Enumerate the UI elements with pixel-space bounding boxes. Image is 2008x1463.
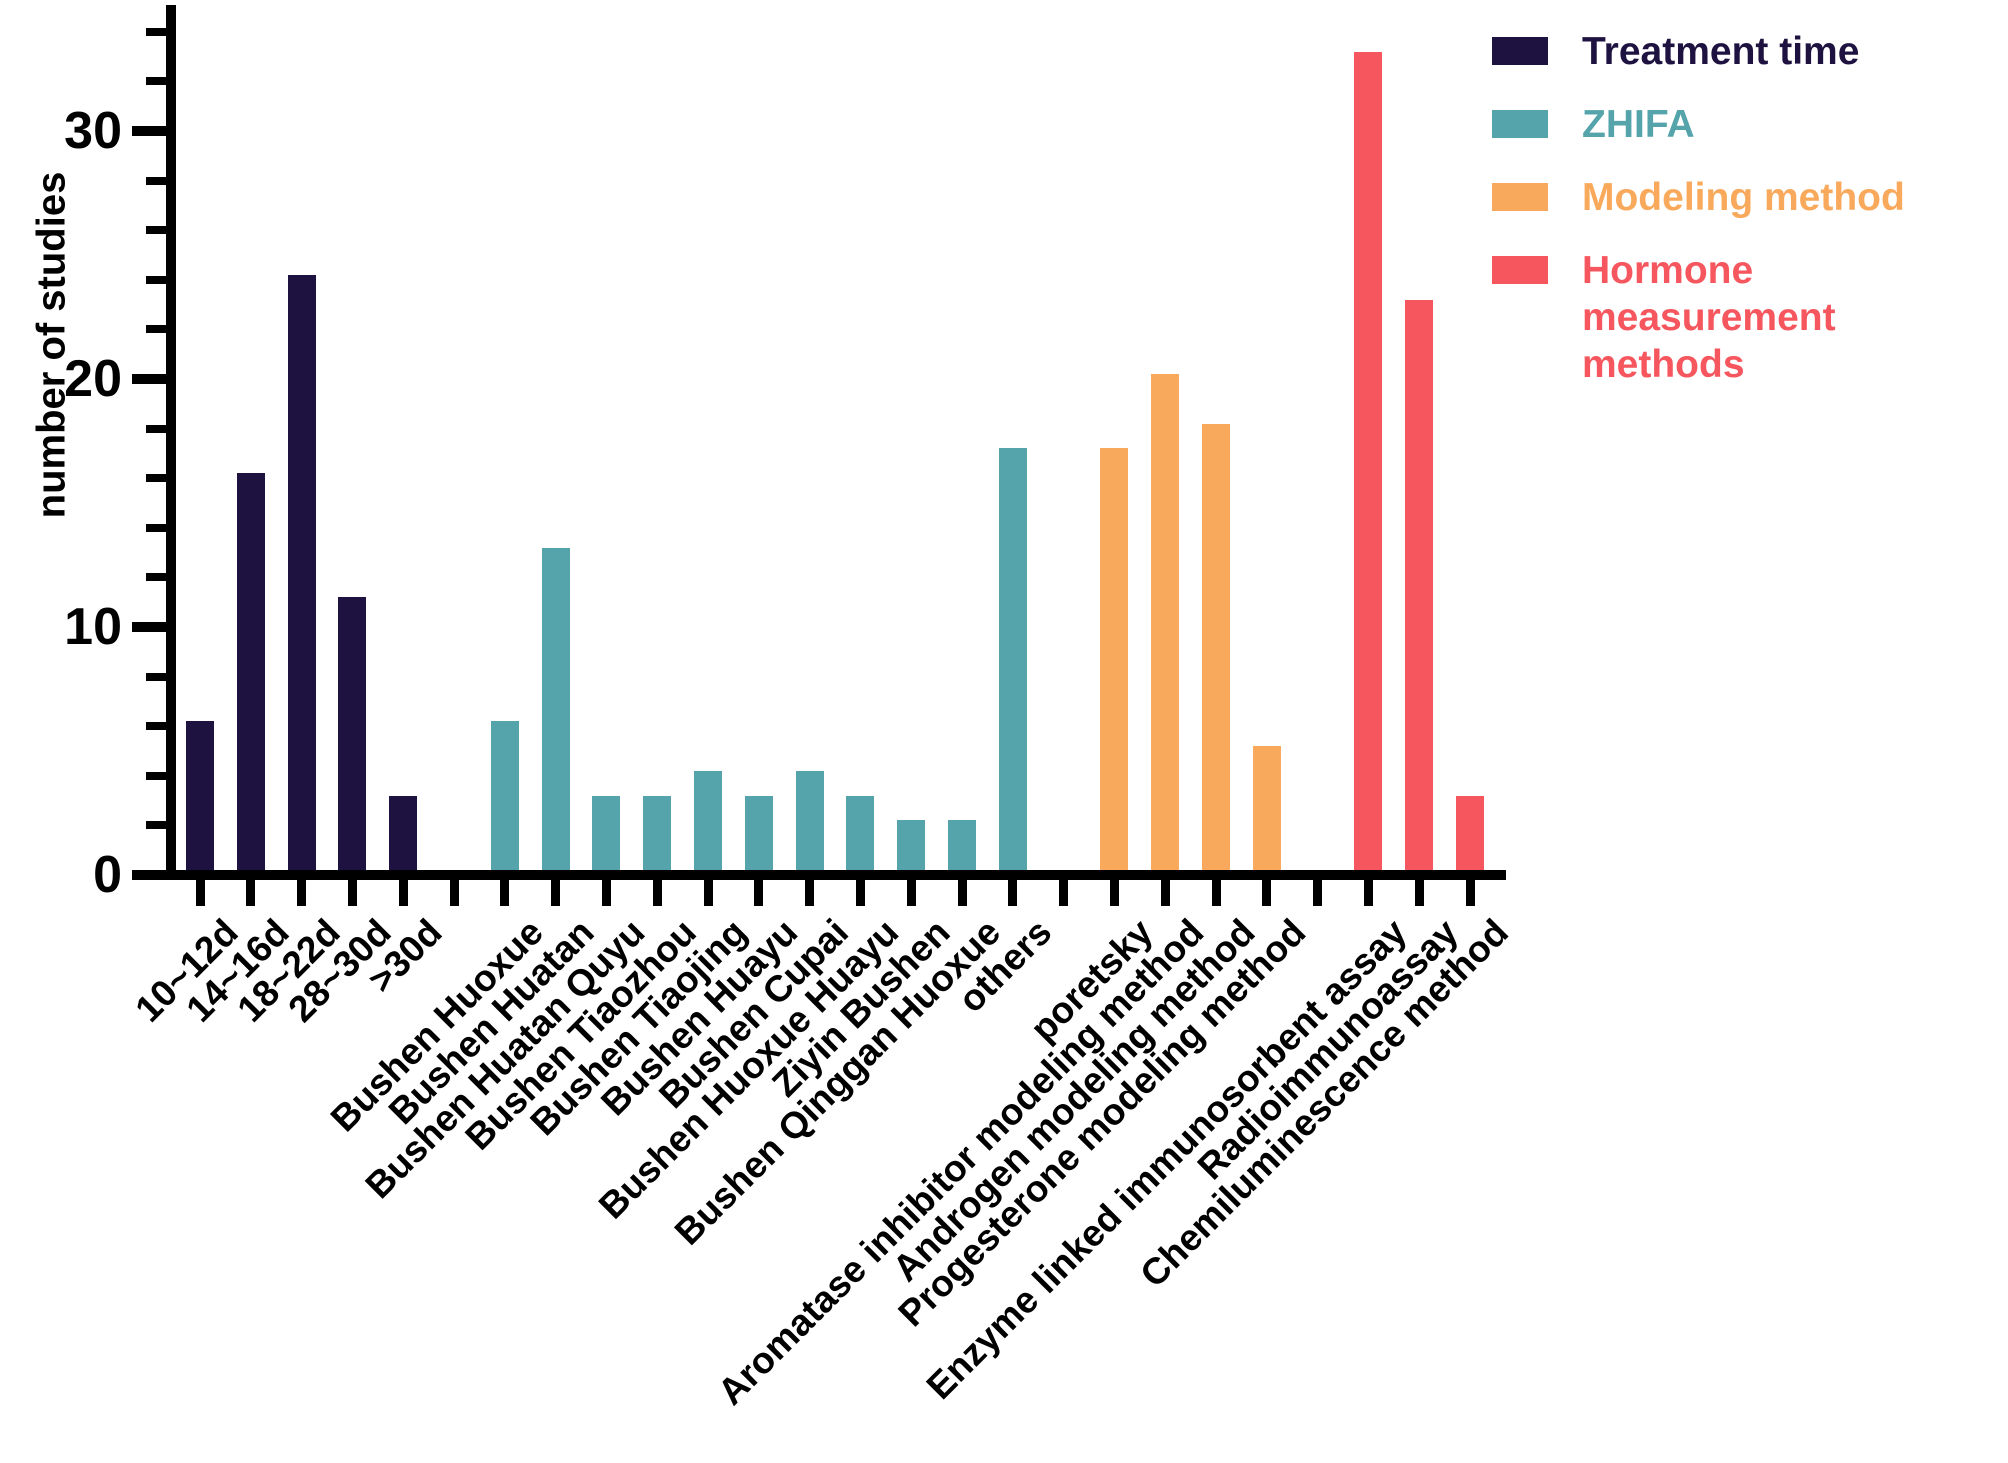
bar-Ziyin Bushen: [897, 820, 925, 870]
x-axis-line: [166, 870, 1506, 880]
y-axis-major-tick: [132, 374, 166, 384]
y-axis-minor-tick: [146, 77, 166, 86]
y-axis-minor-tick: [146, 722, 166, 731]
y-axis-minor-tick: [146, 672, 166, 681]
x-axis-tick: [551, 880, 560, 906]
x-axis-tick: [450, 880, 459, 906]
y-axis-tick-label: 30: [64, 102, 122, 160]
x-axis-tick: [348, 880, 357, 906]
legend-label: ZHIFA: [1582, 103, 1695, 146]
legend-swatch-icon: [1492, 37, 1548, 65]
x-axis-tick: [958, 880, 967, 906]
legend-item: Hormone measurement methods: [1492, 247, 2008, 388]
y-axis-minor-tick: [146, 771, 166, 780]
x-axis-tick: [602, 880, 611, 906]
x-axis-tick: [704, 880, 713, 906]
x-axis-tick: [1466, 880, 1475, 906]
bar-Bushen Huoxue: [491, 721, 519, 870]
bar-Bushen Qinggan Huoxue: [948, 820, 976, 870]
bar-Bushen Huatan Quyu: [592, 796, 620, 870]
y-axis-minor-tick: [146, 226, 166, 235]
bar-Radioimmunoassay: [1405, 300, 1433, 870]
legend-item: ZHIFA: [1492, 101, 2008, 148]
bar-10~12d: [186, 721, 214, 870]
y-axis-minor-tick: [146, 523, 166, 532]
bar-Chemiluminescence method: [1456, 796, 1484, 870]
legend-label: Modeling method: [1582, 176, 1905, 219]
y-axis-minor-tick: [146, 275, 166, 284]
y-axis-tick-label: 10: [64, 598, 122, 656]
bar-Bushen Huayu: [745, 796, 773, 870]
x-axis-tick: [1262, 880, 1271, 906]
y-axis-line: [166, 5, 176, 880]
bar-Bushen Tiaojing: [694, 771, 722, 870]
y-axis-minor-tick: [146, 424, 166, 433]
bar-18~22d: [288, 275, 316, 870]
y-axis-minor-tick: [146, 176, 166, 185]
bar-Androgen modeling method: [1202, 424, 1230, 870]
y-axis-tick-label: 20: [64, 350, 122, 408]
x-axis-tick: [399, 880, 408, 906]
x-axis-tick: [1313, 880, 1322, 906]
y-axis-minor-tick: [146, 573, 166, 582]
bar-Bushen Cupai: [796, 771, 824, 870]
x-axis-tick: [653, 880, 662, 906]
legend-swatch-icon: [1492, 256, 1548, 284]
x-axis-tick: [1008, 880, 1017, 906]
x-axis-tick: [754, 880, 763, 906]
bar-14~16d: [237, 473, 265, 870]
legend-label: Hormone measurement methods: [1582, 249, 1836, 386]
y-axis-minor-tick: [146, 325, 166, 334]
bar-Aromatase inhibitor modeling method: [1151, 374, 1179, 870]
x-axis-tick: [500, 880, 509, 906]
y-axis-major-tick: [132, 622, 166, 632]
legend-swatch-icon: [1492, 183, 1548, 211]
legend-item: Modeling method: [1492, 174, 2008, 221]
legend-item: Treatment time: [1492, 28, 2008, 75]
y-axis-major-tick: [132, 870, 166, 880]
y-axis-minor-tick: [146, 27, 166, 36]
x-axis-tick: [805, 880, 814, 906]
x-axis-tick: [907, 880, 916, 906]
bar-Bushen Tiaozhou: [643, 796, 671, 870]
y-axis-minor-tick: [146, 474, 166, 483]
x-axis-tick: [1415, 880, 1424, 906]
x-axis-tick: [1110, 880, 1119, 906]
x-axis-tick: [1212, 880, 1221, 906]
x-axis-tick: [1161, 880, 1170, 906]
x-axis-tick: [297, 880, 306, 906]
bar->30d: [389, 796, 417, 870]
bar-others: [999, 448, 1027, 870]
x-axis-tick: [1364, 880, 1373, 906]
bar-Enzyme linked immunosorbent assay: [1354, 52, 1382, 870]
x-axis-tick: [1059, 880, 1068, 906]
y-axis-major-tick: [132, 126, 166, 136]
y-axis-minor-tick: [146, 821, 166, 830]
legend-label: Treatment time: [1582, 30, 1860, 73]
x-axis-tick: [856, 880, 865, 906]
bar-poretsky: [1100, 448, 1128, 870]
bar-Bushen Huoxue Huayu: [846, 796, 874, 870]
legend-swatch-icon: [1492, 110, 1548, 138]
bar-Bushen Huatan: [542, 548, 570, 870]
x-axis-tick: [246, 880, 255, 906]
y-axis-tick-label: 0: [93, 846, 122, 904]
bar-Progesterone modeling method: [1253, 746, 1281, 870]
bar-28~30d: [338, 597, 366, 870]
x-axis-tick: [196, 880, 205, 906]
